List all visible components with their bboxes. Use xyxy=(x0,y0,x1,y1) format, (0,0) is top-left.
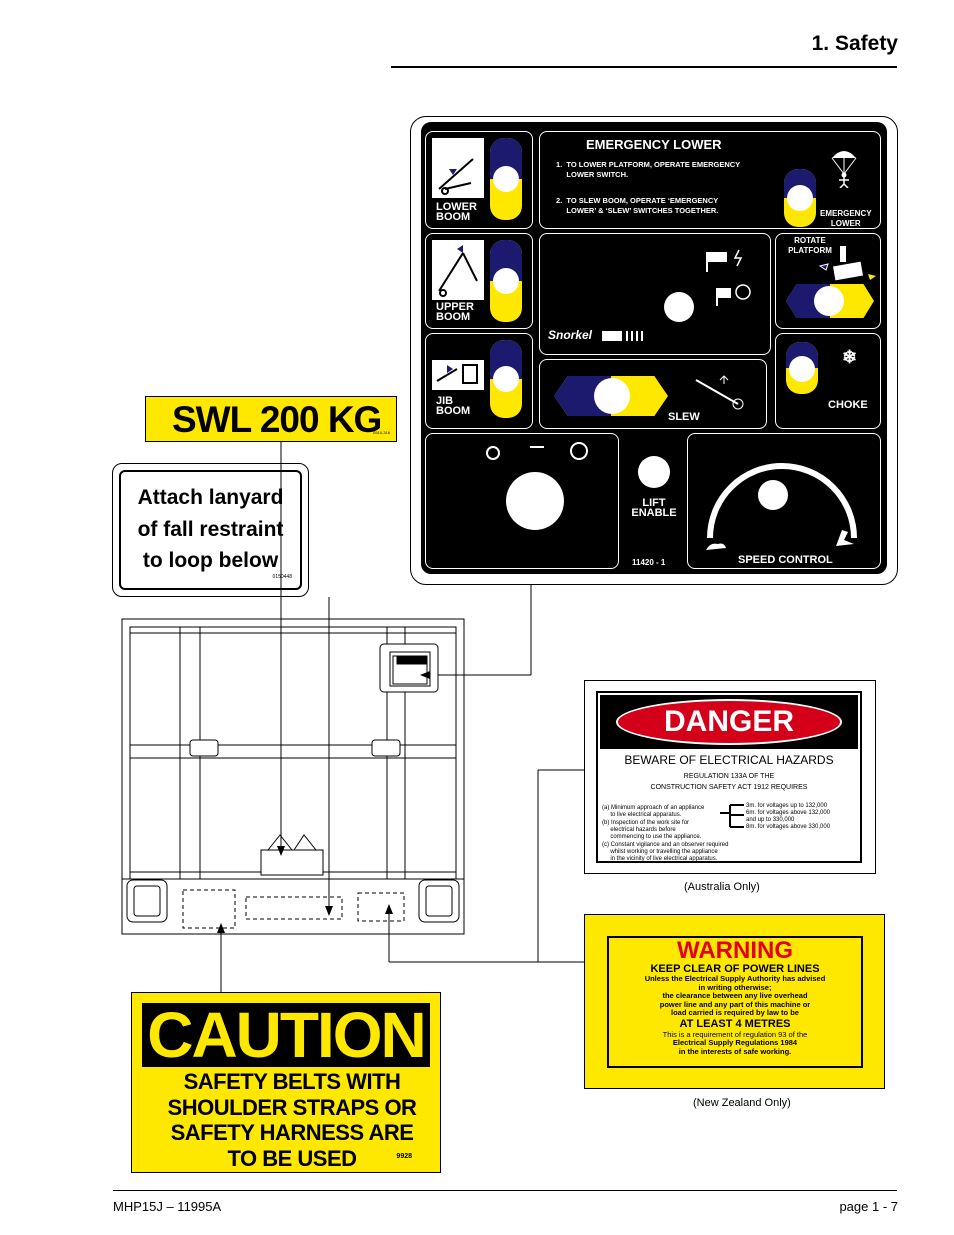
rotate-platform-cell: ROTATE PLATFORM xyxy=(775,233,881,329)
danger-word: DANGER xyxy=(663,705,794,738)
warning-word: WARNING xyxy=(677,937,793,964)
speed-control-label: SPEED CONTROL xyxy=(738,554,833,566)
speed-dial xyxy=(706,463,857,550)
danger-regulation: REGULATION 133A OF THE CONSTRUCTION SAFE… xyxy=(650,773,808,791)
lower-boom-cell: LOWER BOOM xyxy=(425,131,533,229)
danger-bracket xyxy=(720,804,744,828)
caution-header: CAUTION xyxy=(142,1003,430,1067)
danger-heading: BEWARE OF ELECTRICAL HAZARDS xyxy=(624,753,834,767)
swl-sticker: SWL 200 KG 0510-316 xyxy=(145,396,397,442)
arrow-head xyxy=(277,846,285,856)
lift-enable-button[interactable] xyxy=(638,456,670,488)
slew-label: SLEW xyxy=(668,411,700,423)
emergency-lower-label: EMERGENCY LOWER xyxy=(820,209,872,228)
danger-distance-3: 8m. for voltages above 330,000 xyxy=(746,824,831,830)
arrow-head xyxy=(325,906,333,916)
slew-icon xyxy=(695,375,744,410)
jib-boom-icon xyxy=(432,360,484,390)
arrow-head xyxy=(217,923,225,933)
warning-line-2: the clearance between any live overhead … xyxy=(659,991,811,1017)
start-indicator xyxy=(570,442,588,460)
upper-boom-label: UPPER BOOM xyxy=(436,301,474,323)
snowflake-icon: ❄ xyxy=(842,347,858,367)
speed-control-knob[interactable] xyxy=(758,480,788,510)
upper-boom-icon xyxy=(432,240,484,300)
instruction-1: 1. TO LOWER PLATFORM, OPERATE EMERGENCY … xyxy=(556,160,741,179)
page-number: page 1 - 7 xyxy=(839,1199,898,1214)
new-zealand-caption: (New Zealand Only) xyxy=(693,1097,791,1109)
brand-stripes xyxy=(602,331,643,341)
speed-control-cell: SPEED CONTROL xyxy=(687,433,881,569)
lower-boom-switch[interactable] xyxy=(490,138,522,220)
danger-sticker: DANGER BEWARE OF ELECTRICAL HAZARDS REGU… xyxy=(584,680,876,874)
warning-line-1: Unless the Electrical Supply Authority h… xyxy=(644,974,826,992)
part-number: 11420 - 1 xyxy=(632,558,666,567)
lanyard-sticker: Attach lanyard of fall restraint to loop… xyxy=(112,463,309,597)
off-indicator xyxy=(486,446,500,460)
lanyard-code: 0150448 xyxy=(272,574,292,580)
warning-note: This is a requirement of regulation 93 o… xyxy=(662,1029,808,1039)
emergency-lower-title: EMERGENCY LOWER xyxy=(586,137,722,152)
footer-rule xyxy=(113,1190,897,1191)
parachute-icon xyxy=(831,151,857,188)
start-icon xyxy=(706,249,751,306)
arrow-head xyxy=(385,904,393,914)
lanyard-border: Attach lanyard of fall restraint to loop… xyxy=(119,470,302,590)
section-title: 1. Safety xyxy=(811,32,898,55)
australia-caption: (Australia Only) xyxy=(684,881,760,893)
jib-boom-switch[interactable] xyxy=(490,340,522,418)
caution-word: CAUTION xyxy=(147,999,427,1071)
doc-id: MHP15J – 11995A xyxy=(113,1199,222,1214)
start-button[interactable] xyxy=(664,292,694,322)
choke-label: CHOKE xyxy=(828,399,868,411)
danger-distance-2: 6m. for voltages above 132,000 and up to… xyxy=(746,810,831,823)
key-switch-cell xyxy=(425,433,619,569)
caution-code: 9928 xyxy=(396,1153,412,1160)
danger-item-c: (c) Constant vigilance and an observer r… xyxy=(602,842,729,862)
rotate-platform-switch[interactable] xyxy=(786,284,874,318)
upper-boom-cell: UPPER BOOM xyxy=(425,233,533,329)
arrow-head xyxy=(420,671,430,679)
danger-header: DANGER xyxy=(600,695,858,749)
rotate-platform-label: ROTATE PLATFORM xyxy=(788,236,832,255)
lower-boom-label: LOWER BOOM xyxy=(436,201,477,223)
on-indicator xyxy=(530,446,544,448)
swl-text: SWL 200 KG xyxy=(172,399,382,440)
choke-cell: ❄ CHOKE xyxy=(775,333,881,429)
lower-boom-icon xyxy=(432,138,484,198)
danger-item-a: (a) Minimum approach of an appliance to … xyxy=(602,805,705,818)
warning-heading: KEEP CLEAR OF POWER LINES xyxy=(650,963,820,975)
danger-border: DANGER BEWARE OF ELECTRICAL HAZARDS REGU… xyxy=(596,691,862,863)
lift-enable-label: LIFT ENABLE xyxy=(631,497,677,519)
upper-boom-switch[interactable] xyxy=(490,240,522,322)
brand-logo: Snorkel xyxy=(548,328,593,342)
control-panel-face: EMERGENCY LOWER 1. TO LOWER PLATFORM, OP… xyxy=(421,122,887,574)
lift-enable-cell: LIFT ENABLE 11420 - 1 xyxy=(623,433,685,569)
slew-cell: SLEW xyxy=(539,359,767,429)
instruction-2: 2. TO SLEW BOOM, OPERATE ‘EMERGENCY LOWE… xyxy=(556,196,719,215)
jib-boom-cell: JIB BOOM xyxy=(425,333,533,429)
caution-sticker: CAUTION SAFETY BELTS WITH SHOULDER STRAP… xyxy=(131,992,441,1173)
slew-switch[interactable] xyxy=(554,376,668,416)
swl-code: 0510-316 xyxy=(373,430,390,435)
choke-switch[interactable] xyxy=(786,342,818,394)
header-rule xyxy=(391,66,897,68)
start-cell: Snorkel xyxy=(539,233,771,355)
key-switch[interactable] xyxy=(506,472,564,530)
lanyard-text: Attach lanyard of fall restraint to loop… xyxy=(137,486,284,572)
warning-sticker: WARNING KEEP CLEAR OF POWER LINES Unless… xyxy=(584,914,885,1089)
danger-item-b: (b) Inspection of the work site for elec… xyxy=(602,820,702,840)
jib-boom-label: JIB BOOM xyxy=(436,395,471,417)
danger-distance-1: 3m. for voltages up to 132,000 xyxy=(746,803,828,809)
rotate-platform-icon xyxy=(818,246,876,281)
emergency-lower-switch[interactable] xyxy=(784,169,816,227)
danger-oval: DANGER xyxy=(616,699,842,745)
warning-distance: AT LEAST 4 METRES xyxy=(679,1017,791,1030)
warning-border: WARNING KEEP CLEAR OF POWER LINES Unless… xyxy=(607,936,863,1068)
warning-regs: Electrical Supply Regulations 1984 in th… xyxy=(672,1038,798,1056)
emergency-lower-cell: EMERGENCY LOWER 1. TO LOWER PLATFORM, OP… xyxy=(539,131,881,229)
caution-text: SAFETY BELTS WITH SHOULDER STRAPS OR SAF… xyxy=(167,1069,417,1171)
